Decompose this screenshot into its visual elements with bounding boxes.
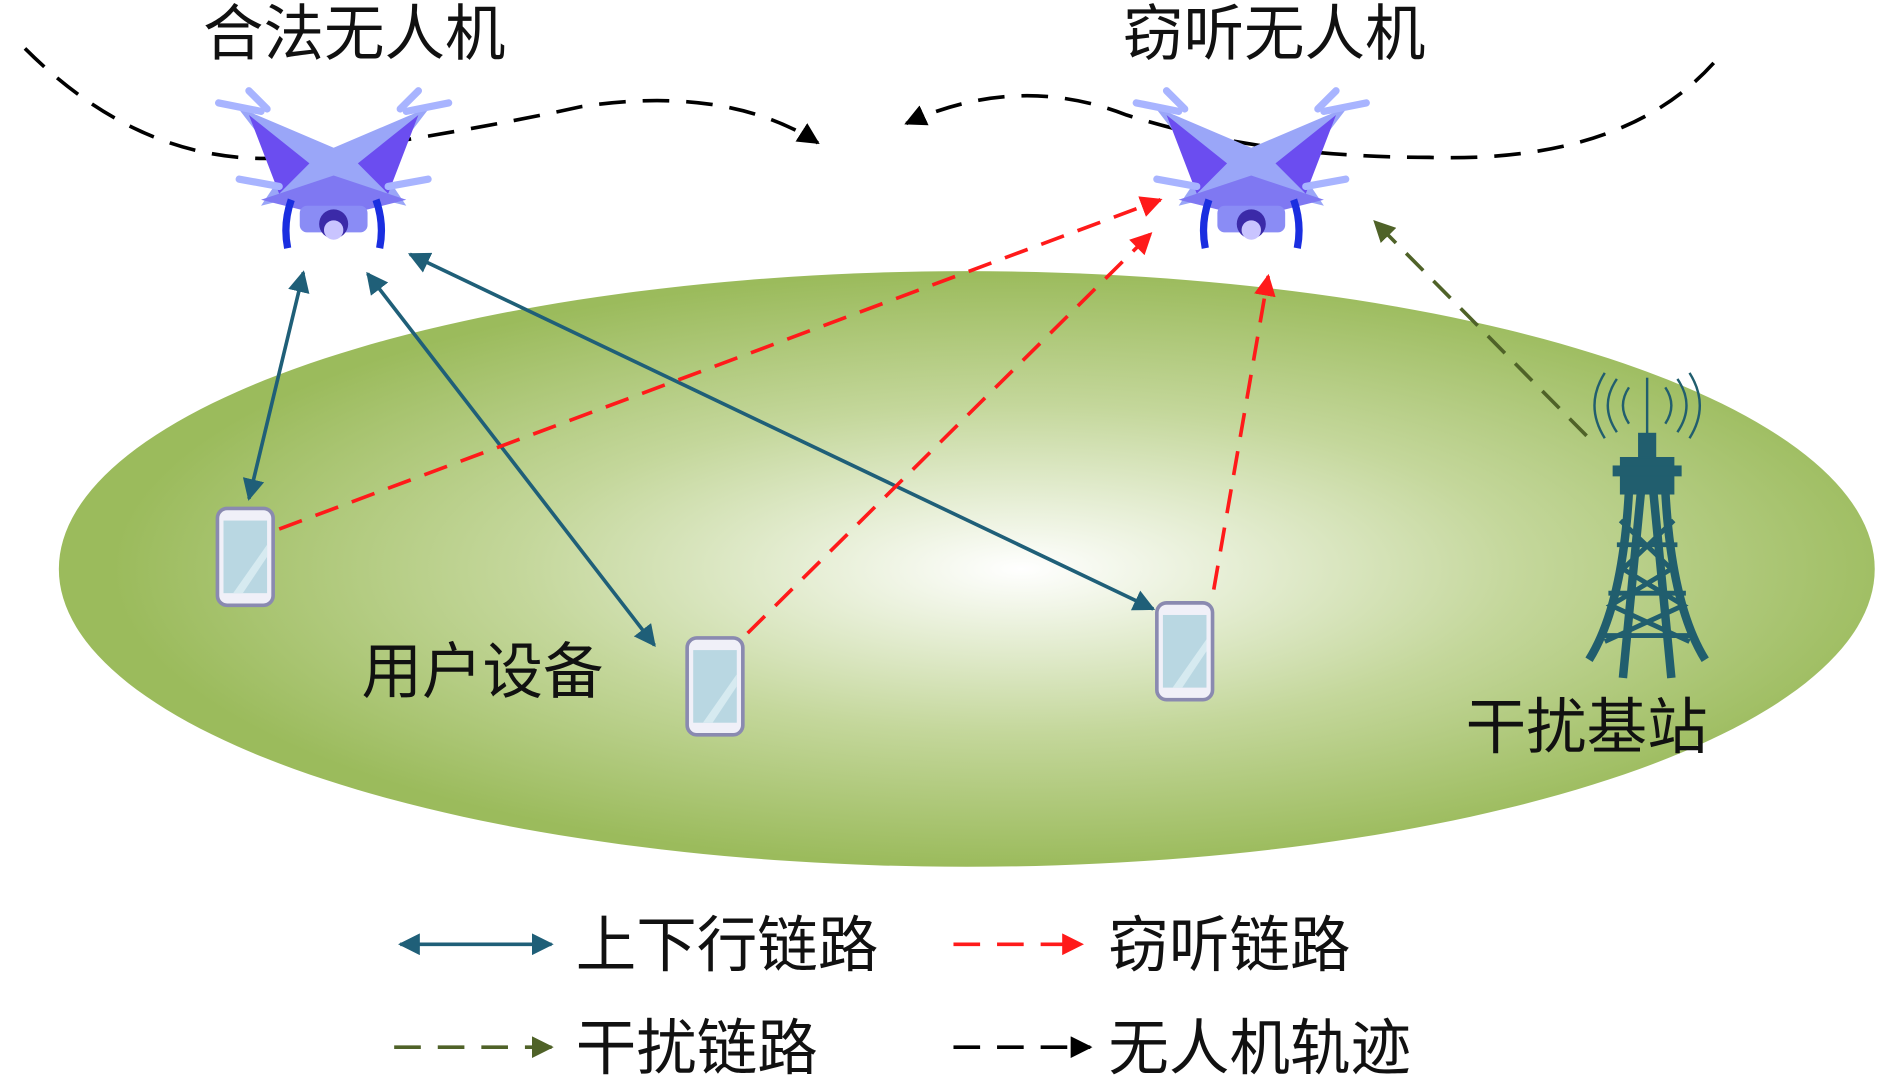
jamming-tower-icon	[1585, 372, 1709, 679]
eaves-link-ue2	[746, 232, 1153, 635]
jammer-label: 干扰基站	[1466, 693, 1708, 763]
legit-uav-icon	[219, 91, 449, 248]
eaves-uav-icon	[1136, 91, 1366, 248]
link-ue3	[407, 252, 1156, 611]
user-device-icon	[1155, 601, 1215, 702]
legend-label-jamming: 干扰链路	[576, 1014, 818, 1075]
eavesdropping-links	[278, 196, 1276, 635]
jamming-link	[1373, 219, 1588, 438]
user-device-icon	[685, 636, 745, 737]
legend: 上下行链路 窃听链路 干扰链路 无人机轨迹	[394, 911, 1411, 1075]
eaves-uav-label: 窃听无人机	[1123, 0, 1426, 69]
eaves-link-ue3	[1211, 273, 1276, 590]
uplink-downlink-links	[242, 252, 1156, 647]
legit-uav-label: 合法无人机	[203, 0, 506, 69]
link-ue1	[242, 270, 310, 501]
user-device-icon	[215, 506, 275, 608]
legend-label-trajectory: 无人机轨迹	[1108, 1014, 1411, 1075]
legend-label-eavesdrop: 窃听链路	[1108, 911, 1350, 981]
eaves-link-ue1	[278, 196, 1163, 531]
ground-coverage-area	[58, 271, 1875, 867]
user-equipment-label: 用户设备	[362, 637, 604, 707]
legit-uav-trajectory	[23, 47, 820, 161]
legend-label-uplink: 上下行链路	[576, 911, 879, 981]
